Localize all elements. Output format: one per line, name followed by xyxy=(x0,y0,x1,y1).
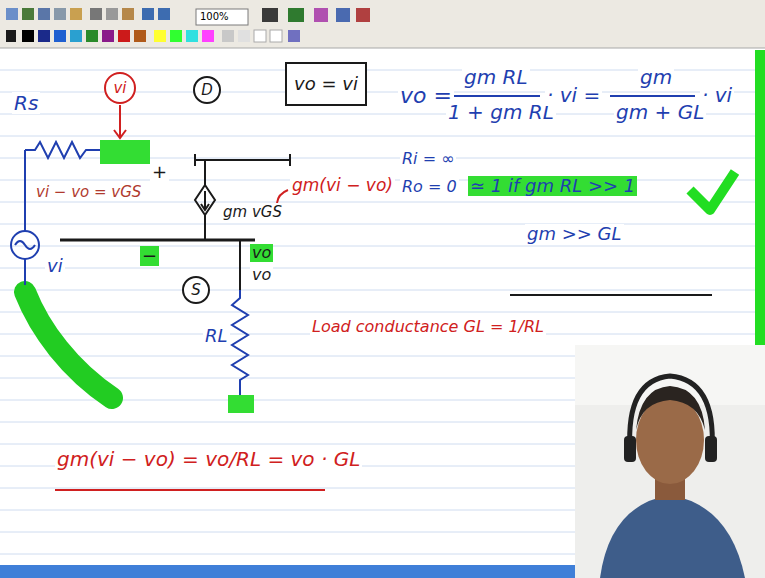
node-text: D xyxy=(201,82,213,99)
node-text: vi xyxy=(113,80,126,97)
denominator: gm + GL xyxy=(614,101,706,123)
ground-highlight xyxy=(228,395,254,413)
kcl-equation: gm(vi − vo) = vo/RL = vo · GL xyxy=(55,448,362,470)
terminal-circle: S xyxy=(182,276,210,304)
node-text: S xyxy=(191,282,201,299)
equation-term: · vi = xyxy=(545,84,602,106)
voltage-equation: vi − vo = vGS xyxy=(34,184,143,201)
check-mark xyxy=(690,172,735,210)
numerator: gm RL xyxy=(462,66,530,88)
resistor-label: Rs xyxy=(12,92,40,114)
voltage-marker-circle: vi xyxy=(104,72,136,104)
current-expression: gm(vi − vo) xyxy=(290,176,395,195)
highlight-stroke xyxy=(25,292,112,398)
underline xyxy=(55,489,325,491)
toolbar xyxy=(0,0,765,48)
numerator: gm xyxy=(638,66,674,88)
output-resistance: Ro = 0 xyxy=(400,178,459,196)
result-box: vo = vi xyxy=(285,62,367,106)
terminal-circle: D xyxy=(193,76,221,104)
node-voltage: vo xyxy=(250,244,273,262)
fraction-bar xyxy=(445,95,540,97)
source-label: vi xyxy=(45,256,65,276)
toolbar-icons xyxy=(6,8,370,42)
source-label: gm vGS xyxy=(221,204,284,221)
zoom-field: 100% xyxy=(198,11,231,22)
node-text: vo = vi xyxy=(294,74,358,94)
polarity-sign: + xyxy=(150,162,169,182)
highlight-bar xyxy=(755,50,765,345)
small-signal-circuit xyxy=(11,105,290,395)
resistor-label: RL xyxy=(203,326,230,346)
approximation-note: ≃ 1 if gm RL >> 1 xyxy=(468,176,637,196)
equation-term: · vi xyxy=(700,84,734,106)
gate-highlight xyxy=(100,140,150,164)
polarity-sign: − xyxy=(140,246,159,266)
condition-note: gm >> GL xyxy=(525,224,624,244)
fraction-bar xyxy=(610,95,695,97)
definition-note: Load conductance GL = 1/RL xyxy=(310,318,546,336)
input-resistance: Ri = ∞ xyxy=(400,150,456,168)
underline xyxy=(510,294,712,296)
denominator: 1 + gm RL xyxy=(446,101,556,123)
node-voltage: vo xyxy=(250,266,273,284)
webcam-inset xyxy=(575,345,765,578)
